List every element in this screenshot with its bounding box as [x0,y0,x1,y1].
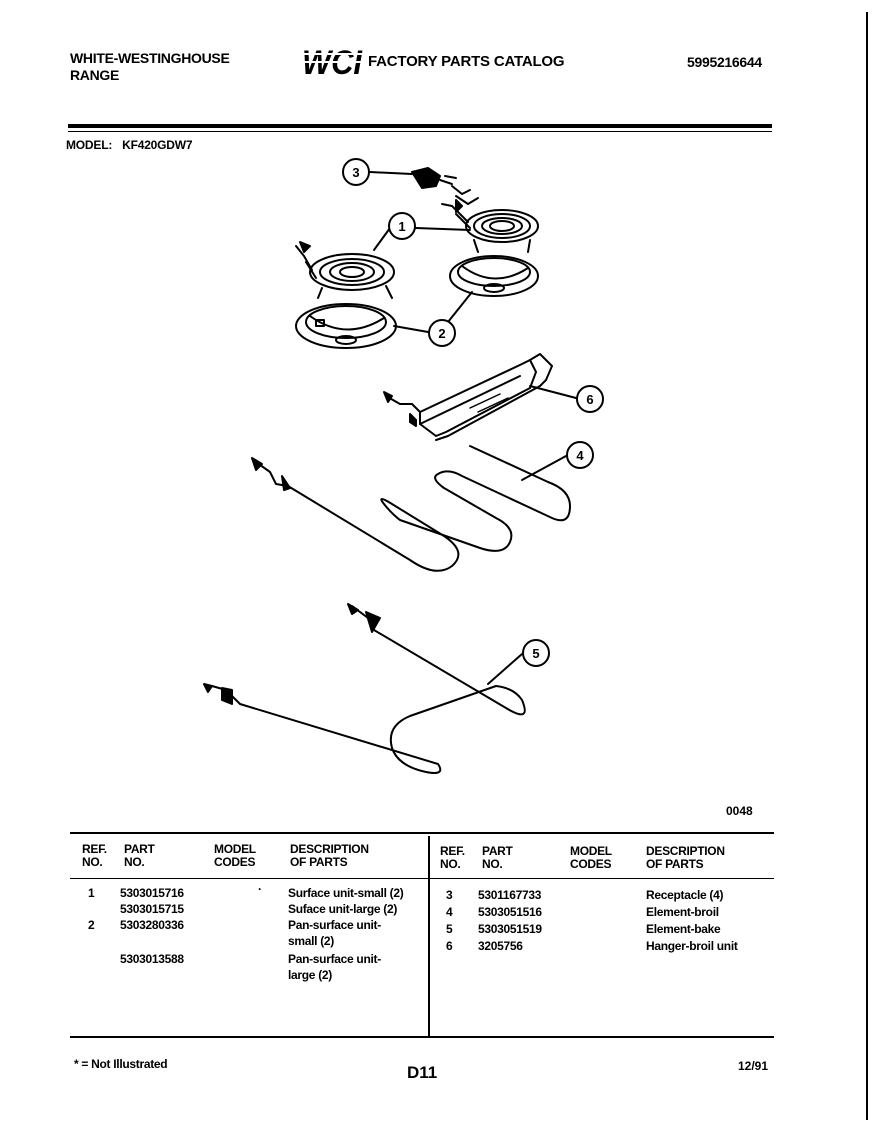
leader-line-2b [447,291,473,323]
surface-pan-right [449,255,539,297]
table-bottom-rule [70,1036,774,1038]
row-description: Hanger-broil unit [646,939,738,953]
callout-3: 3 [342,158,370,186]
page-number: D11 [407,1063,438,1082]
row-description: Element-broil [646,905,719,919]
brand-line-2: RANGE [70,67,120,83]
row-description: Pan-surface unit- [288,952,381,966]
row-description: large (2) [288,968,332,982]
footnote: * = Not Illustrated [74,1057,168,1071]
leader-line-5 [487,653,523,685]
wci-logo: WCI [300,44,364,78]
row-ref: 2 [88,918,95,932]
row-ref: 5 [446,922,453,936]
row-part-no: 5303051516 [478,905,542,919]
table-top-rule [70,832,774,834]
document-number: 5995216644 [687,54,762,70]
row-part-no: 5303051519 [478,922,542,936]
callout-4-label: 4 [576,448,584,463]
header-ref-no-right: REF. NO. [440,844,465,871]
row-ref: 6 [446,939,453,953]
row-description: Pan-surface unit- [288,918,381,932]
header-rule-thin [68,131,772,132]
leader-line-3 [369,171,413,175]
header-rule-thick [68,124,772,128]
leader-line-1b [415,227,471,231]
header-model-codes-right: MODEL CODES [570,844,612,871]
figure-id: 0048 [726,804,753,818]
exploded-parts-diagram: 3 1 2 6 4 5 [203,158,604,774]
scan-edge-line [866,12,868,1120]
header-description-right: DESCRIPTION OF PARTS [646,844,725,871]
table-header-rule [70,878,774,879]
brand-name: WHITE-WESTINGHOUSE RANGE [70,50,230,84]
model-label: MODEL: [66,138,113,152]
row-part-no: 5303280336 [120,918,184,932]
surface-pan-left [295,303,397,349]
hanger-broil-unit-part [383,353,553,441]
callout-2: 2 [428,319,456,347]
table-column-divider [428,836,430,1036]
header-description-left: DESCRIPTION OF PARTS [290,842,369,869]
row-part-no: 5303015715 [120,902,184,916]
callout-5-label: 5 [532,646,539,661]
callout-1-label: 1 [398,219,405,234]
row-description: small (2) [288,934,334,948]
row-ref: 1 [88,886,95,900]
header-model-codes-left: MODEL CODES [214,842,256,869]
model-value: KF420GDW7 [122,138,193,152]
row-description: Receptacle (4) [646,888,724,902]
callout-6: 6 [576,385,604,413]
leader-line-4 [521,455,567,481]
row-description: Surface unit-small (2) [288,886,404,900]
bake-element-part [203,603,526,774]
surface-unit-left [295,241,395,299]
surface-unit-right [441,199,539,253]
leader-line-2a [393,325,429,333]
leader-line-1a [373,227,391,251]
row-description: Element-bake [646,922,721,936]
leader-line-6 [529,385,577,399]
callout-6-label: 6 [586,392,593,407]
callout-2-label: 2 [438,326,445,341]
callout-1: 1 [388,212,416,240]
row-model-code: · [258,882,262,896]
model-line: MODEL: KF420GDW7 [66,138,193,152]
brand-line-1: WHITE-WESTINGHOUSE [70,50,230,66]
row-ref: 4 [446,905,453,919]
row-part-no: 5303015716 [120,886,184,900]
row-description: Suface unit-large (2) [288,902,398,916]
callout-4: 4 [566,441,594,469]
callout-3-label: 3 [352,165,359,180]
header-part-no-left: PART NO. [124,842,155,869]
row-part-no: 5303013588 [120,952,184,966]
header-part-no-right: PART NO. [482,844,513,871]
catalog-date: 12/91 [738,1059,769,1073]
catalog-title: FACTORY PARTS CATALOG [368,53,565,70]
header-ref-no-left: REF. NO. [82,842,107,869]
row-part-no: 5301167733 [478,888,542,902]
callout-5: 5 [522,639,550,667]
row-part-no: 3205756 [478,939,523,953]
broil-element-part [251,445,571,572]
row-ref: 3 [446,888,453,902]
receptacle-part [411,167,479,205]
